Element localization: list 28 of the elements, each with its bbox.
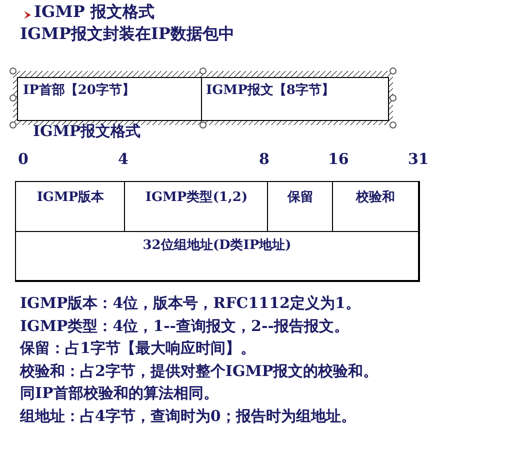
- field-cell: [332, 181, 420, 233]
- bit-number: 16: [328, 150, 349, 168]
- cell-text: IGMP报文【8字节】: [206, 82, 334, 99]
- field-cell: [201, 77, 389, 121]
- field-cell: [15, 181, 126, 233]
- note-text: IGMP版本：4位，版本号，RFC1112定义为1。: [20, 294, 360, 313]
- bit-number: 4: [118, 150, 128, 168]
- bit-number: 31: [408, 150, 429, 168]
- section-heading: IGMP报文格式: [33, 122, 141, 141]
- cell-text: IGMP类型(1,2): [144, 189, 249, 206]
- cell-text: 校验和: [354, 189, 396, 206]
- note-text: 组地址：占4字节，查询时为0；报告时为组地址。: [20, 406, 356, 426]
- title: IGMP 报文格式: [34, 2, 154, 23]
- note-text: 保留：占1字节【最大响应时间】。: [20, 339, 256, 358]
- field-cell: [124, 181, 269, 233]
- cell-text: IGMP版本: [36, 189, 106, 206]
- note-text: IGMP类型：4位，1--查询报文，2--报告报文。: [20, 316, 349, 336]
- bit-number: 0: [18, 150, 28, 168]
- subtitle: IGMP报文封装在IP数据包中: [20, 24, 234, 45]
- cell-text: 32位组地址(D类IP地址): [142, 237, 292, 254]
- note-text: 校验和：占2字节，提供对整个IGMP报文的校验和。: [20, 362, 378, 380]
- cell-text: 保留: [286, 189, 314, 206]
- field-cell: [17, 77, 203, 121]
- field-cell: [267, 181, 334, 233]
- field-cell: [15, 231, 420, 282]
- bit-number: 8: [259, 150, 270, 168]
- note-text: 同IP首部校验和的算法相同。: [20, 384, 218, 403]
- cell-text: IP首部【20字节】: [23, 82, 135, 99]
